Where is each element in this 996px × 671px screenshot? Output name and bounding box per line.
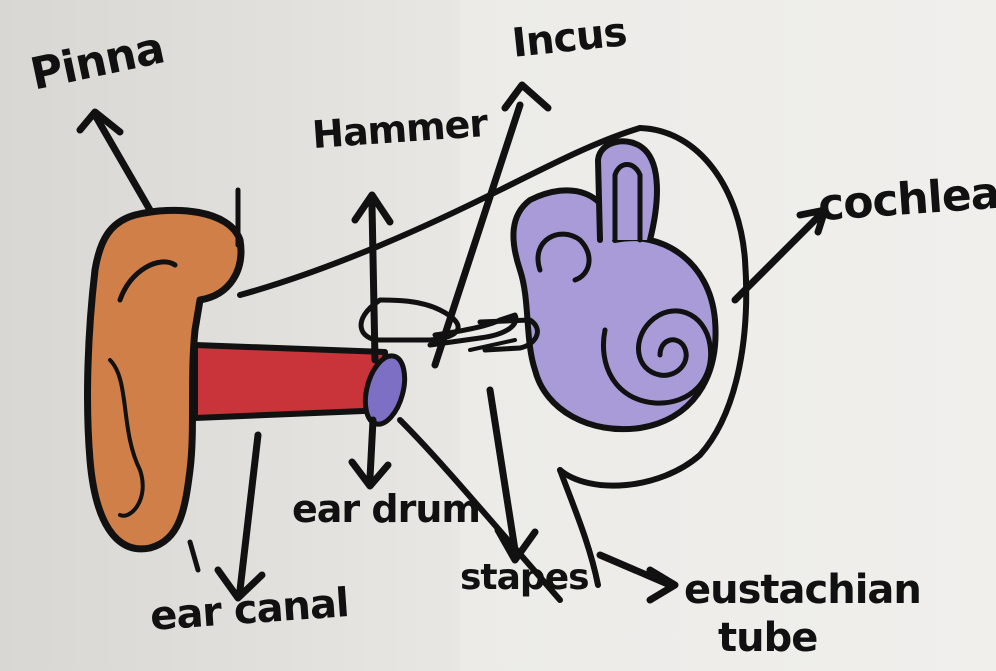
pinna-pointer [80,112,150,210]
cochlea-label: cochlea [817,172,996,229]
ear-canal-shape [195,345,388,418]
cochlea-pointer [735,210,825,300]
stapes-label: stapes [460,560,589,596]
eustachian-label-line1: eustachian [684,570,921,610]
semicircular-canal-1 [598,141,657,240]
eustachian-label-line2: tube [718,618,817,658]
ear-drum-pointer [352,420,388,486]
stapes-pointer [490,390,535,560]
eustachian-pointer [600,555,675,600]
ear-canal-pointer [218,435,262,598]
pinna-bottom-tick [190,542,198,570]
hammer-label: Hammer [311,104,488,154]
ear-drum-label: ear drum [292,490,480,528]
hammer-pointer [355,195,390,360]
incus-label: Incus [510,12,628,64]
